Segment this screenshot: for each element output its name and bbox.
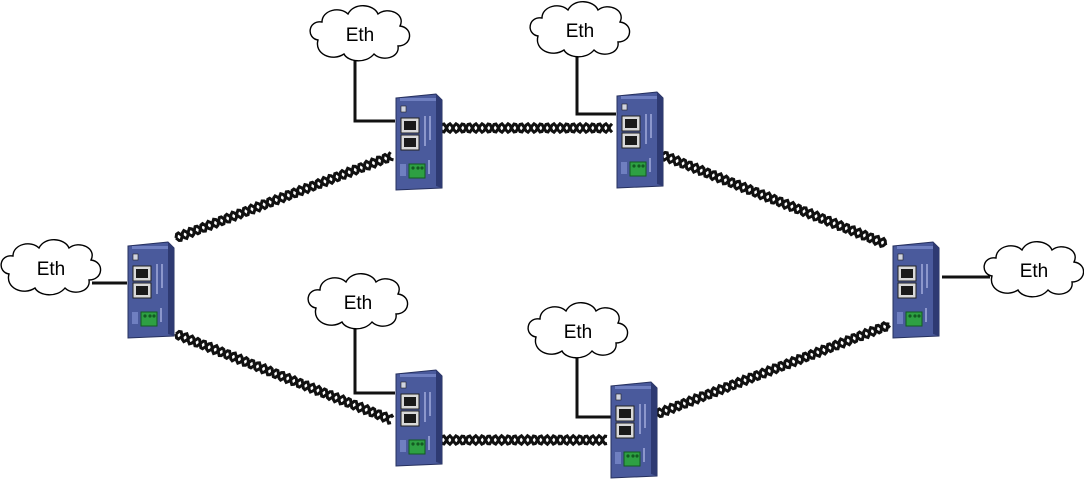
eth-link-bottom-left — [353, 326, 395, 395]
ethernet-clouds: Eth Eth Eth Eth Eth Eth — [0, 1, 1084, 359]
device-top-right — [616, 91, 664, 189]
eth-cloud-top-right: Eth — [529, 1, 631, 58]
device-bottom-left — [395, 369, 443, 467]
cable-strand — [174, 152, 394, 241]
cable-top-right-diagonal — [660, 150, 888, 249]
eth-cloud-label: Eth — [566, 21, 595, 42]
twisted-pair-cables — [174, 121, 892, 447]
device-top-left — [395, 93, 443, 191]
cable-strand — [661, 150, 888, 247]
eth-cloud-top-left: Eth — [309, 5, 411, 62]
eth-link-bottom-right — [575, 356, 616, 419]
eth-cloud-right: Eth — [983, 241, 1084, 298]
eth-link-top-right — [575, 52, 616, 116]
eth-cloud-label: Eth — [37, 259, 66, 280]
devices — [127, 91, 940, 479]
eth-cloud-bottom-left: Eth — [307, 273, 409, 330]
eth-cloud-label: Eth — [344, 293, 373, 314]
cable-strand — [438, 433, 608, 447]
cable-bottom-right-diagonal — [655, 320, 892, 419]
cable-top-left-diagonal — [174, 151, 394, 243]
cable-strand — [175, 329, 392, 425]
cable-strand — [655, 322, 890, 417]
ethernet-links — [92, 52, 990, 419]
cable-bottom-left-diagonal — [174, 329, 395, 425]
eth-cloud-bottom-right: Eth — [527, 302, 629, 359]
eth-cloud-label: Eth — [564, 322, 593, 343]
device-right — [892, 241, 940, 339]
eth-link-top-left — [353, 58, 395, 123]
device-bottom-right — [610, 381, 658, 479]
eth-cloud-left: Eth — [0, 239, 102, 296]
device-left — [127, 241, 175, 339]
eth-cloud-label: Eth — [1020, 261, 1049, 282]
cable-strand — [438, 121, 614, 135]
cable-top — [438, 121, 614, 135]
cable-strand — [438, 433, 608, 447]
cable-bottom — [438, 433, 608, 447]
eth-cloud-label: Eth — [346, 25, 375, 46]
